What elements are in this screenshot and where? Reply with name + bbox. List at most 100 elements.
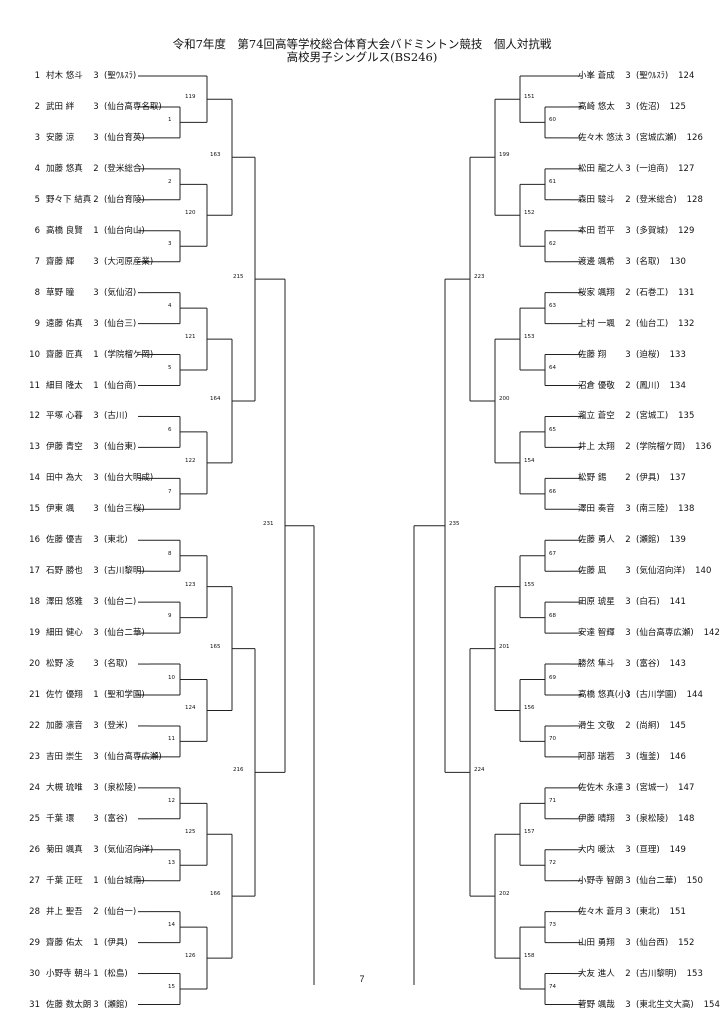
- player-name: 田原 琥星: [578, 597, 615, 608]
- player-name: 細目 隆太: [46, 380, 83, 391]
- match-number: 15: [168, 984, 175, 991]
- player-num: 7: [34, 256, 40, 267]
- match-number: 120: [185, 210, 196, 217]
- player-school: (宮城一): [636, 782, 669, 793]
- player-grade: 3: [625, 937, 631, 948]
- player-name: 大友 進人: [578, 968, 615, 979]
- match-number: 6: [168, 426, 172, 433]
- player-num: 3: [34, 132, 40, 143]
- player-num: 142: [703, 628, 720, 639]
- player-name: 佐藤 翔: [578, 349, 607, 360]
- match-number: 165: [210, 643, 221, 650]
- player-school: (仙台二): [104, 597, 137, 608]
- player-entry: 高橋 悠真(小)3(古川学園)144: [578, 689, 709, 701]
- player-grade: 3: [93, 442, 99, 453]
- player-num: 126: [686, 132, 703, 143]
- player-grade: 3: [625, 71, 631, 81]
- player-num: 29: [29, 937, 40, 948]
- player-name: 本田 哲平: [578, 225, 615, 236]
- player-grade: 3: [93, 999, 99, 1010]
- player-name: 瀧立 蒼空: [578, 411, 615, 422]
- player-grade: 3: [625, 101, 631, 112]
- match-number: 65: [549, 426, 556, 433]
- player-num: 148: [678, 813, 695, 824]
- player-school: (仙台大明成): [104, 473, 154, 484]
- player-grade: 1: [93, 225, 99, 236]
- player-name: 伊藤 青空: [46, 442, 83, 453]
- player-grade: 3: [625, 163, 631, 174]
- match-number: 124: [185, 705, 196, 712]
- player-num: 125: [669, 101, 686, 112]
- match-number: 61: [549, 179, 556, 186]
- page-number: 7: [359, 974, 365, 984]
- match-number: 164: [210, 395, 221, 402]
- player-name: 佐々木 悠汰: [578, 132, 624, 143]
- player-num: 1: [34, 71, 40, 81]
- player-num: 145: [669, 720, 686, 731]
- match-number: 12: [168, 798, 175, 805]
- player-school: (東北生文大高): [636, 999, 694, 1010]
- player-num: 27: [29, 875, 40, 886]
- match-number: 122: [185, 457, 196, 464]
- player-grade: 3: [93, 71, 99, 81]
- player-name: 齋藤 輝: [46, 256, 75, 267]
- match-number: 155: [524, 581, 535, 588]
- player-grade: 1: [93, 380, 99, 391]
- player-school: (仙台三桜): [104, 504, 145, 515]
- match-number: 71: [549, 798, 556, 805]
- match-number: 235: [449, 520, 460, 527]
- match-number: 8: [168, 550, 172, 557]
- player-school: (富谷): [104, 813, 128, 824]
- player-num: 127: [678, 163, 695, 174]
- player-name: 小野寺 朝斗: [46, 968, 92, 979]
- player-num: 138: [678, 504, 695, 515]
- player-school: (古川黎明): [104, 566, 145, 577]
- player-name: 佐藤 勇人: [578, 535, 615, 546]
- match-number: 7: [168, 488, 172, 495]
- player-grade: 3: [625, 597, 631, 608]
- player-num: 134: [669, 380, 686, 391]
- player-school: (仙台工): [636, 318, 669, 329]
- player-num: 131: [678, 287, 695, 298]
- player-num: 22: [29, 720, 40, 731]
- player-num: 24: [29, 782, 40, 793]
- player-num: 14: [29, 473, 40, 484]
- player-school: (富谷): [636, 659, 660, 670]
- player-num: 133: [669, 349, 686, 360]
- player-num: 13: [29, 442, 40, 453]
- player-school: (仙台高専広瀬): [104, 751, 162, 762]
- player-name: 菅野 颯哉: [578, 999, 615, 1010]
- player-school: (白石): [636, 597, 660, 608]
- match-number: 201: [499, 643, 510, 650]
- match-number: 1: [168, 117, 172, 124]
- player-name: 加藤 凛音: [46, 720, 83, 731]
- player-grade: 3: [625, 132, 631, 143]
- player-school: (仙台西): [636, 937, 669, 948]
- player-grade: 3: [625, 628, 631, 639]
- player-name: 草野 瞳: [46, 287, 75, 298]
- player-name: 大槻 琉唯: [46, 782, 83, 793]
- player-grade: 1: [93, 968, 99, 979]
- match-number: 74: [549, 984, 556, 991]
- player-school: (松島): [104, 968, 128, 979]
- player-num: 141: [669, 597, 686, 608]
- player-school: (仙台東): [104, 442, 137, 453]
- match-number: 13: [168, 860, 175, 867]
- player-school: (宮城広瀬): [636, 132, 677, 143]
- player-grade: 3: [625, 844, 631, 855]
